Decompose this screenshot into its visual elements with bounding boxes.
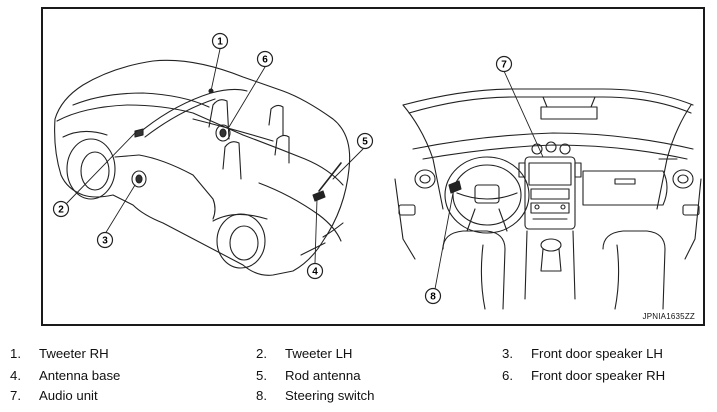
dashboard-illustration (394, 88, 702, 310)
callout-6: 6 (256, 50, 274, 68)
diagram-frame: 1 2 3 4 5 6 7 (41, 7, 705, 326)
legend: 1. Tweeter RH 2. Tweeter LH 3. Front doo… (10, 346, 666, 403)
callout-5: 5 (356, 132, 374, 150)
svg-text:7: 7 (501, 60, 507, 71)
callout-8: 8 (424, 287, 442, 305)
svg-text:2: 2 (58, 205, 64, 216)
callout-2: 2 (52, 200, 70, 218)
svg-text:5: 5 (362, 137, 368, 148)
callouts: 1 2 3 4 5 6 7 (52, 32, 513, 305)
figure-code: JPNIA1635ZZ (642, 312, 695, 321)
svg-text:3: 3 (102, 236, 108, 247)
callout-3: 3 (96, 231, 114, 249)
diagram-drawing: 1 2 3 4 5 6 7 (52, 32, 702, 310)
svg-text:4: 4 (312, 267, 318, 278)
callout-7: 7 (495, 55, 513, 73)
svg-text:1: 1 (217, 37, 223, 48)
svg-text:6: 6 (262, 55, 268, 66)
car-illustration (54, 59, 351, 276)
leader-lines (66, 48, 544, 290)
callout-4: 4 (306, 262, 324, 280)
svg-text:8: 8 (430, 292, 436, 303)
callout-1: 1 (211, 32, 229, 50)
